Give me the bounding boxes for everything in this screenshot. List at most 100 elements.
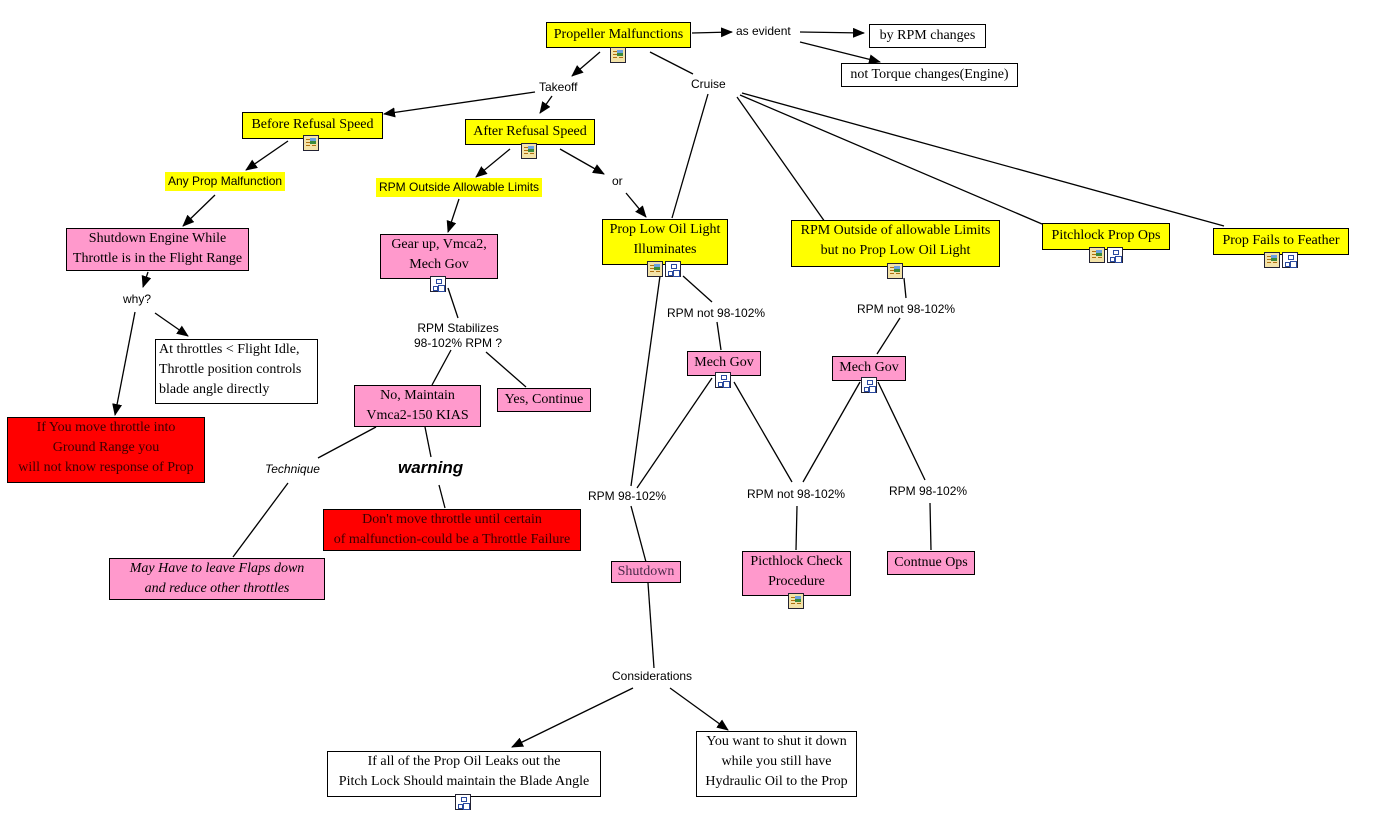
concept-if-all-oil-leaks[interactable]: If all of the Prop Oil Leaks out the Pit… (327, 751, 601, 797)
concept-dont-move-throttle[interactable]: Don't move throttle until certain of mal… (323, 509, 581, 551)
concept-you-want-shut-down[interactable]: You want to shut it down while you still… (696, 731, 857, 797)
edge (630, 505, 647, 563)
edge (447, 287, 459, 319)
edge (691, 27, 733, 38)
concept-not-torque-changes[interactable]: not Torque changes(Engine) (841, 63, 1018, 87)
edge (903, 277, 907, 299)
edge (438, 484, 446, 509)
concept-shutdown-engine[interactable]: Shutdown Engine While Throttle is in the… (66, 228, 249, 271)
edge (625, 192, 647, 218)
link-rpm-outside-allowable[interactable]: RPM Outside Allowable Limits (376, 178, 543, 197)
node-icons (303, 135, 319, 151)
concept-if-you-move-throttle[interactable]: If You move throttle into Ground Range y… (7, 417, 205, 483)
concept-before-refusal-speed[interactable]: Before Refusal Speed (242, 112, 383, 139)
link-rpm-98-102-a[interactable]: RPM 98-102% (588, 489, 667, 503)
edge (317, 426, 377, 459)
edge (424, 426, 432, 458)
concept-mech-gov-1[interactable]: Mech Gov (687, 351, 761, 376)
link-rpm-stabilizes[interactable]: RPM Stabilizes 98-102% RPM ? (414, 321, 503, 350)
node-icons (887, 263, 903, 279)
concept-gear-up[interactable]: Gear up, Vmca2, Mech Gov (380, 234, 498, 279)
concept-after-refusal-speed[interactable]: After Refusal Speed (465, 119, 595, 145)
link-considerations[interactable]: Considerations (612, 669, 693, 683)
edge (431, 349, 452, 386)
concept-at-throttles[interactable]: At throttles < Flight Idle, Throttle pos… (155, 339, 318, 404)
link-why[interactable]: why? (123, 292, 152, 306)
concept-propeller-malfunctions[interactable]: Propeller Malfunctions (546, 22, 691, 48)
image-resource-icon[interactable] (303, 135, 319, 151)
concept-prop-low-oil-light[interactable]: Prop Low Oil Light Illuminates (602, 219, 728, 265)
link-warning[interactable]: warning (398, 458, 464, 477)
concept-rpm-outside-no-light[interactable]: RPM Outside of allowable Limits but no P… (791, 220, 1000, 267)
edge (446, 198, 460, 233)
concept-may-have-flaps[interactable]: May Have to leave Flaps down and reduce … (109, 558, 325, 600)
edge (736, 96, 826, 223)
edge (112, 311, 136, 416)
edge (232, 482, 289, 558)
concept-map-icon[interactable] (1282, 252, 1298, 268)
node-icons (610, 47, 626, 63)
link-rpm-98-102-b[interactable]: RPM 98-102% (889, 484, 968, 498)
edge (799, 41, 881, 65)
node-icons (1264, 252, 1298, 268)
concept-map-icon[interactable] (861, 377, 877, 393)
image-resource-icon[interactable] (1089, 247, 1105, 263)
edge (636, 377, 713, 489)
link-as-evident[interactable]: as evident (736, 24, 791, 38)
concept-map-icon[interactable] (1107, 247, 1123, 263)
edge (716, 321, 722, 351)
edge (671, 93, 709, 219)
link-rpm-not-98-102-b[interactable]: RPM not 98-102% (857, 302, 956, 316)
node-icons (861, 377, 877, 393)
link-rpm-not-98-102-a[interactable]: RPM not 98-102% (667, 306, 766, 320)
edge (154, 312, 189, 337)
edge (682, 275, 713, 303)
edge (647, 582, 655, 669)
concept-pitchlock-check[interactable]: Picthlock Check Procedure (742, 551, 851, 596)
concept-map-icon[interactable] (455, 794, 471, 810)
image-resource-icon[interactable] (610, 47, 626, 63)
edge (741, 92, 1225, 227)
link-cruise[interactable]: Cruise (691, 77, 726, 91)
edge (182, 194, 216, 227)
node-icons (1089, 247, 1123, 263)
edge (739, 94, 1043, 225)
node-icons (647, 261, 681, 277)
link-technique[interactable]: Technique (265, 462, 320, 476)
image-resource-icon[interactable] (647, 261, 663, 277)
link-any-prop-malfunction[interactable]: Any Prop Malfunction (165, 172, 286, 191)
concept-shutdown[interactable]: Shutdown (611, 561, 681, 583)
edge (630, 275, 661, 487)
edge (141, 271, 152, 288)
image-resource-icon[interactable] (521, 143, 537, 159)
edge (799, 27, 865, 38)
image-resource-icon[interactable] (887, 263, 903, 279)
node-icons (430, 276, 446, 292)
concept-continue-ops[interactable]: Contnue Ops (887, 551, 975, 575)
concept-by-rpm-changes[interactable]: by RPM changes (869, 24, 986, 48)
image-resource-icon[interactable] (788, 593, 804, 609)
concept-map-icon[interactable] (665, 261, 681, 277)
link-or[interactable]: or (612, 174, 623, 188)
edge (795, 505, 798, 551)
concept-map-icon[interactable] (715, 372, 731, 388)
concept-map-icon[interactable] (430, 276, 446, 292)
edge (539, 95, 553, 114)
node-icons (788, 593, 804, 609)
edge (485, 351, 527, 388)
concept-mech-gov-2[interactable]: Mech Gov (832, 356, 906, 381)
node-icons (455, 794, 471, 810)
concept-no-maintain[interactable]: No, Maintain Vmca2-150 KIAS (354, 385, 481, 427)
link-takeoff[interactable]: Takeoff (539, 80, 578, 94)
edge (559, 148, 605, 175)
link-rpm-not-98-102-c[interactable]: RPM not 98-102% (747, 487, 846, 501)
edge (929, 502, 932, 551)
edge (511, 687, 634, 748)
edge (245, 140, 289, 171)
concept-yes-continue[interactable]: Yes, Continue (497, 388, 591, 412)
concept-pitchlock-prop-ops[interactable]: Pitchlock Prop Ops (1042, 223, 1170, 250)
image-resource-icon[interactable] (1264, 252, 1280, 268)
concept-prop-fails-to-feather[interactable]: Prop Fails to Feather (1213, 228, 1349, 255)
